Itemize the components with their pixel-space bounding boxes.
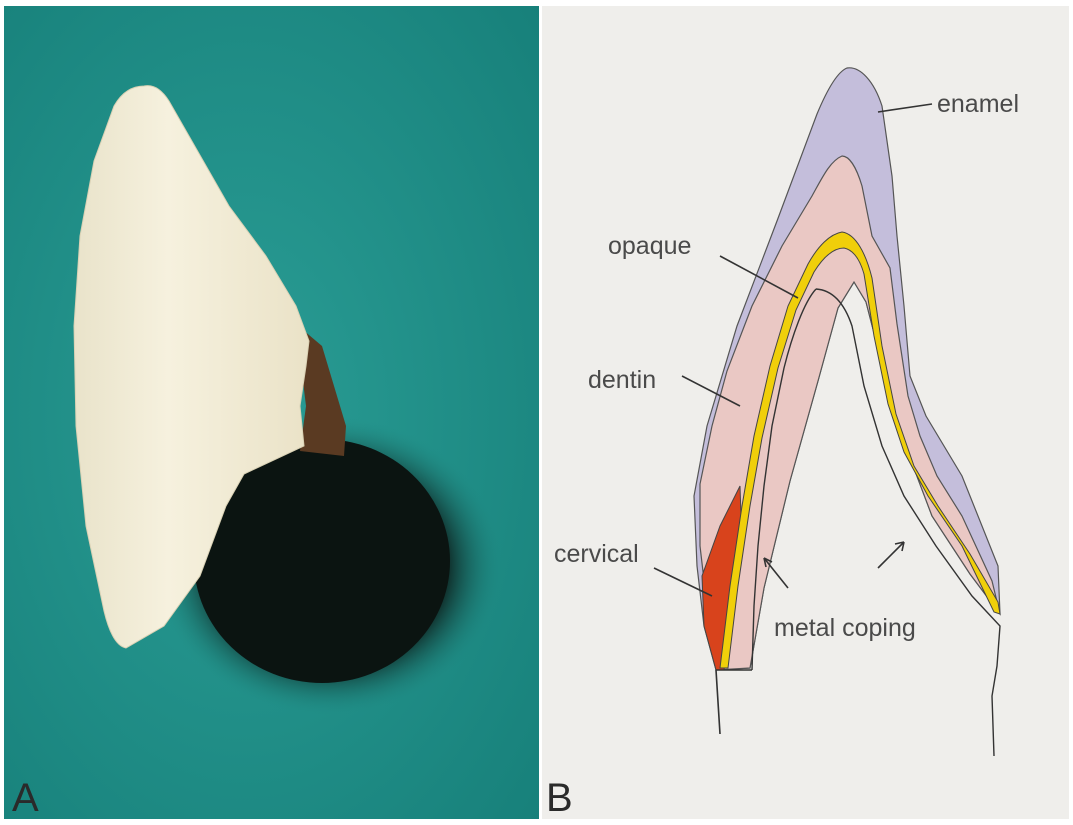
crown-photo: A (4, 6, 539, 819)
label-metal-coping: metal coping (774, 614, 916, 642)
crown-cross-section: enamel opaque dentin cervical metal copi… (542, 6, 1069, 819)
panel-letter-b: B (546, 776, 573, 819)
panel-b-diagram: enamel opaque dentin cervical metal copi… (542, 6, 1069, 819)
label-cervical: cervical (554, 540, 639, 568)
label-enamel: enamel (937, 90, 1019, 118)
label-dentin: dentin (588, 366, 656, 394)
label-opaque: opaque (608, 232, 691, 260)
panel-letter-a: A (12, 776, 39, 819)
panel-a-photo: A (4, 6, 539, 819)
